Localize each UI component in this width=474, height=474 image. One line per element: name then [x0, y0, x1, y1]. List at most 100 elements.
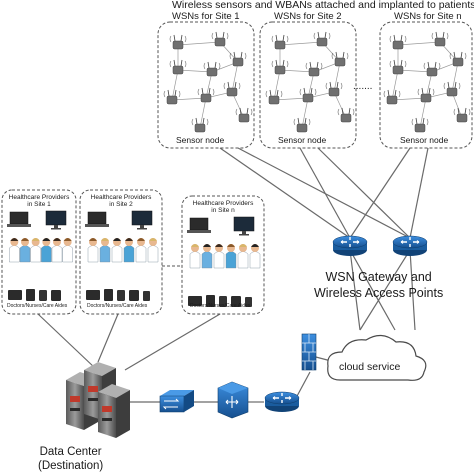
- tablet-icon: [104, 289, 113, 301]
- sensor-node-icon: [163, 89, 181, 105]
- sensor-node-icon: [299, 87, 317, 103]
- cloud-icon: [327, 334, 427, 381]
- medical-staff-icon: [135, 245, 147, 263]
- phone-icon: [117, 290, 125, 301]
- sensor-node-label-1: Sensor node: [176, 135, 225, 145]
- laptop-icon: [189, 217, 209, 231]
- phone-icon: [245, 297, 252, 307]
- medical-staff-icon: [123, 245, 135, 263]
- medical-staff-icon: [201, 251, 213, 269]
- sensor-node-icon: [169, 34, 187, 50]
- l3-switch-icon: [217, 381, 249, 419]
- sensor-node-icon: [191, 117, 209, 133]
- medical-staff-icon: [87, 245, 99, 263]
- provider-site-n-subtitle: Doctors/Nurses/Care Aides: [190, 303, 251, 309]
- tablet-icon: [26, 289, 35, 301]
- medical-staff-icon: [19, 245, 31, 263]
- tablet-icon: [51, 290, 61, 301]
- sensor-node-icon: [197, 87, 215, 103]
- gateway-label-line2: Wireless Access Points: [314, 285, 444, 300]
- backbone-links: [128, 355, 336, 403]
- sensor-node-icon: [453, 107, 471, 123]
- tablet-icon: [231, 296, 241, 307]
- sensor-node-icon: [305, 61, 323, 77]
- medical-staff-icon: [51, 245, 63, 263]
- sensor-node-icon: [389, 34, 407, 50]
- provider-to-datacenter-links: [37, 313, 221, 371]
- switch-icon: [159, 390, 194, 413]
- laptop-icon: [87, 211, 107, 225]
- medical-staff-icon: [62, 245, 73, 263]
- medical-staff-icon: [237, 251, 249, 269]
- sensor-node-label-2: Sensor node: [278, 135, 327, 145]
- sensor-node-icon: [417, 87, 435, 103]
- sensor-node-icon: [211, 31, 229, 47]
- medical-staff-icon: [213, 251, 225, 269]
- tablet-icon: [129, 290, 139, 301]
- provider-site-2-title-line1: Healthcare Providers: [90, 194, 152, 201]
- top-title: Wireless sensors and WBANs attached and …: [172, 0, 474, 11]
- router-icon: [264, 391, 300, 413]
- provider-site-1-box: [1, 189, 77, 315]
- provider-site-2-title-line2: in Site 2: [109, 201, 133, 209]
- sensor-node-icon: [271, 34, 289, 50]
- sensor-node-label-n: Sensor node: [400, 135, 449, 145]
- medical-staff-icon: [30, 245, 41, 263]
- provider-site-2-box: [79, 189, 163, 315]
- gateway-label-line1: WSN Gateway and: [325, 270, 432, 284]
- sensor-node-icon: [313, 31, 331, 47]
- cloud-label: cloud service: [339, 361, 401, 373]
- medical-staff-icon: [99, 245, 111, 263]
- phone-icon: [143, 291, 150, 301]
- gateway-router-2: [392, 235, 428, 257]
- datacenter-label-line2: (Destination): [38, 460, 104, 473]
- medical-staff-icon: [225, 251, 237, 269]
- wsn-site-2-box: [259, 21, 357, 149]
- sensor-node-icon: [223, 81, 241, 97]
- provider-site-n-box: [181, 195, 265, 315]
- medical-staff-icon: [147, 245, 159, 263]
- wsn-site-n-label: WSNs for Site n: [394, 11, 462, 22]
- sensor-node-icon: [235, 107, 253, 123]
- medical-staff-icon: [249, 251, 261, 269]
- monitor-icon: [45, 210, 67, 226]
- provider-site-n-title-line1: Healthcare Providers: [192, 200, 254, 207]
- wsn-site-n-box: [379, 21, 473, 149]
- medical-staff-icon: [189, 251, 201, 269]
- phone-icon: [219, 296, 227, 307]
- firewall-icon: [301, 333, 317, 371]
- tablet-icon: [188, 296, 202, 306]
- provider-site-n-title: Healthcare Providers in Site n: [184, 200, 262, 215]
- wsn-site-1-box: [157, 21, 255, 149]
- site-to-gateway-links: [219, 147, 429, 239]
- sensor-node-icon: [293, 117, 311, 133]
- site-ellipsis: .......: [353, 81, 373, 92]
- gateway-label: WSN Gateway and Wireless Access Points: [314, 270, 443, 301]
- provider-site-1-title-line1: Healthcare Providers: [8, 194, 70, 201]
- gateway-router-1: [332, 235, 368, 257]
- sensor-node-icon: [423, 61, 441, 77]
- provider-site-1-title: Healthcare Providers in Site 1: [4, 194, 74, 209]
- sensor-mesh-links: [171, 41, 463, 129]
- provider-site-1-title-line2: in Site 1: [27, 201, 51, 209]
- provider-site-2-subtitle: Doctors/Nurses/Care Aides: [87, 303, 148, 309]
- sensor-node-icon: [431, 31, 449, 47]
- medical-staff-icon: [111, 245, 123, 263]
- sensor-node-icon: [411, 117, 429, 133]
- medical-staff-icon: [41, 245, 52, 263]
- datacenter-label-line1: Data Center: [39, 446, 102, 458]
- sensor-node-icon: [203, 61, 221, 77]
- wsn-site-2-label: WSNs for Site 2: [274, 11, 342, 22]
- router-icon: [392, 235, 428, 257]
- router-icon: [332, 235, 368, 257]
- provider-site-2-title: Healthcare Providers in Site 2: [82, 194, 160, 209]
- tablet-icon: [86, 290, 100, 300]
- gateway-to-cloud-links: [349, 249, 416, 331]
- wsn-site-1-label: WSNs for Site 1: [172, 11, 240, 22]
- sensor-node-icon: [383, 89, 401, 105]
- medical-staff-icon: [9, 245, 20, 263]
- provider-site-n-title-line2: in Site n: [211, 207, 235, 215]
- monitor-icon: [233, 216, 255, 232]
- tablet-icon: [8, 290, 22, 300]
